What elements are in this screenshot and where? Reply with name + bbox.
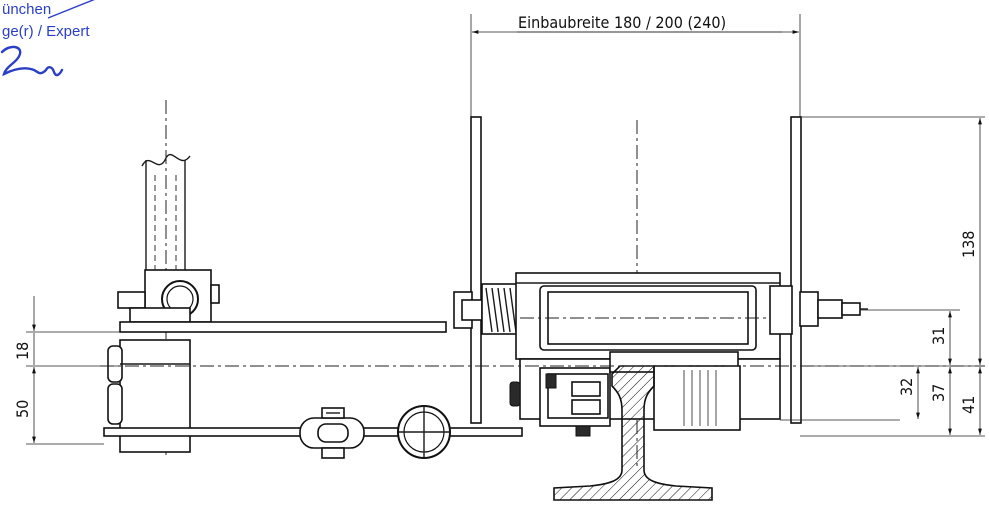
signature-scribble-icon xyxy=(0,45,64,77)
right-flange xyxy=(790,116,802,424)
rail-section xyxy=(553,365,713,501)
upper-plate xyxy=(119,321,447,333)
dim-32: 32 xyxy=(897,378,916,396)
width-dimension: Einbaubreite 180 / 200 (240) xyxy=(470,13,801,120)
expert-stamp: ünchen ge(r) / Expert xyxy=(0,0,95,77)
drum-body xyxy=(515,272,793,360)
stamp-line-1: ünchen xyxy=(2,1,51,18)
right-bolt xyxy=(799,291,868,327)
width-label: Einbaubreite 180 / 200 (240) xyxy=(518,13,726,32)
dim-31: 31 xyxy=(929,327,948,345)
stamp-line-2: ge(r) / Expert xyxy=(2,23,90,40)
dim-50: 50 xyxy=(13,400,32,418)
chain-link xyxy=(299,407,365,459)
pipe-clamp xyxy=(117,269,220,323)
dim-138: 138 xyxy=(959,231,978,258)
dim-41: 41 xyxy=(959,396,978,414)
spring-bolt xyxy=(453,283,521,335)
left-dimensions: 18 50 xyxy=(13,296,120,445)
dim-18: 18 xyxy=(13,342,32,360)
dim-37: 37 xyxy=(929,384,948,402)
left-flange xyxy=(470,116,482,424)
guide-wheel xyxy=(397,405,451,459)
right-dimensions: 138 31 32 37 41 xyxy=(780,116,985,437)
